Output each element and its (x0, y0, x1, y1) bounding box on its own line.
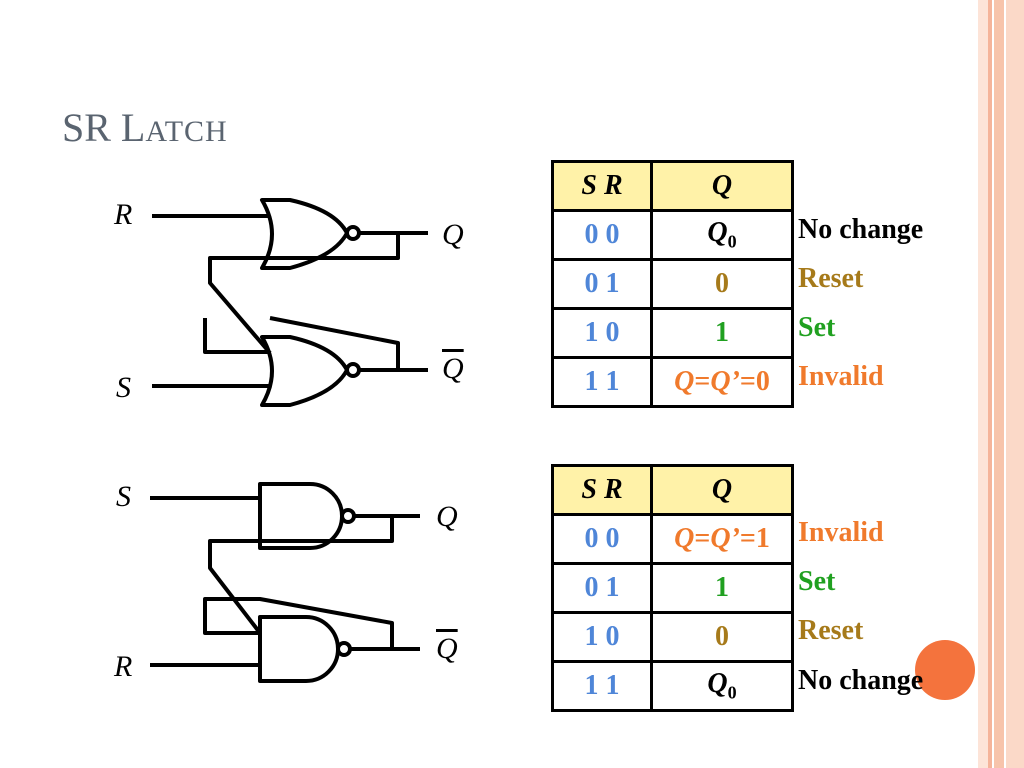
decorative-stripe (994, 0, 1004, 768)
nor-gate-bottom (260, 335, 349, 407)
label-s-nand: S (116, 480, 131, 513)
nor-gate-top (260, 198, 349, 270)
label-qbar-nand: Q (436, 632, 458, 665)
state-label: Set (798, 312, 836, 343)
header-q: Q (650, 464, 794, 516)
table-header-row: S R Q (551, 464, 794, 516)
cell-q: Q0 (650, 209, 794, 261)
cell-q: 0 (650, 611, 794, 663)
cell-q: Q0 (650, 660, 794, 712)
label-s-nor: S (116, 371, 131, 404)
latch-circuits (150, 198, 428, 683)
table-row: 1 1 Q=Q’=0 (551, 356, 794, 408)
state-label: No change (798, 214, 924, 245)
label-qbar-nor: Q (442, 352, 464, 385)
table-header-row: S R Q (551, 160, 794, 212)
table-row: 1 0 1 (551, 307, 794, 359)
table-row: 1 0 0 (551, 611, 794, 663)
header-sr: S R (551, 464, 653, 516)
table-row: 0 0 Q0 (551, 209, 794, 261)
label-q-nor: Q (442, 218, 464, 251)
state-label: Reset (798, 263, 864, 294)
cell-sr: 1 1 (551, 356, 653, 408)
title-rest: ATCH (145, 115, 228, 148)
cell-sr: 1 0 (551, 307, 653, 359)
nor-truth-table: S R Q 0 0 Q0 0 1 0 1 0 1 1 1 Q=Q’=0 (551, 160, 794, 408)
decorative-stripe (1006, 0, 1024, 768)
cell-q: 1 (650, 307, 794, 359)
slide-title: SR LATCH (62, 104, 228, 151)
state-label: Reset (798, 615, 864, 646)
table-row: 0 1 0 (551, 258, 794, 310)
header-q: Q (650, 160, 794, 212)
label-r-nor: R (114, 198, 133, 231)
state-label: Invalid (798, 517, 884, 548)
cell-q: 0 (650, 258, 794, 310)
nor-latch-diagram (152, 198, 428, 407)
cell-q: Q=Q’=1 (650, 513, 794, 565)
decorative-stripe (988, 0, 992, 768)
nor-cross-wires (0, 0, 560, 768)
cell-sr: 0 0 (551, 209, 653, 261)
nand-truth-table: S R Q 0 0 Q=Q’=1 0 1 1 1 0 0 1 1 Q0 (551, 464, 794, 712)
table-row: 1 1 Q0 (551, 660, 794, 712)
table-row: 0 1 1 (551, 562, 794, 614)
state-label: Invalid (798, 361, 884, 392)
cell-q: 1 (650, 562, 794, 614)
state-label: Set (798, 566, 836, 597)
cell-sr: 0 1 (551, 562, 653, 614)
title-first: SR L (62, 105, 146, 150)
cell-sr: 1 0 (551, 611, 653, 663)
label-r-nand: R (114, 650, 133, 683)
cell-sr: 0 1 (551, 258, 653, 310)
label-q-nand: Q (436, 500, 458, 533)
wire-feedback-qbar-nand (203, 597, 394, 649)
table-row: 0 0 Q=Q’=1 (551, 513, 794, 565)
cell-sr: 1 1 (551, 660, 653, 712)
decorative-circle (915, 640, 975, 700)
wire-feedback-q (208, 233, 400, 355)
header-sr: S R (551, 160, 653, 212)
state-label: No change (798, 665, 924, 696)
cell-sr: 0 0 (551, 513, 653, 565)
wire-feedback-q-nand (208, 516, 394, 635)
nand-latch-diagram (150, 482, 420, 683)
decorative-stripe (978, 0, 988, 768)
cell-q: Q=Q’=0 (650, 356, 794, 408)
